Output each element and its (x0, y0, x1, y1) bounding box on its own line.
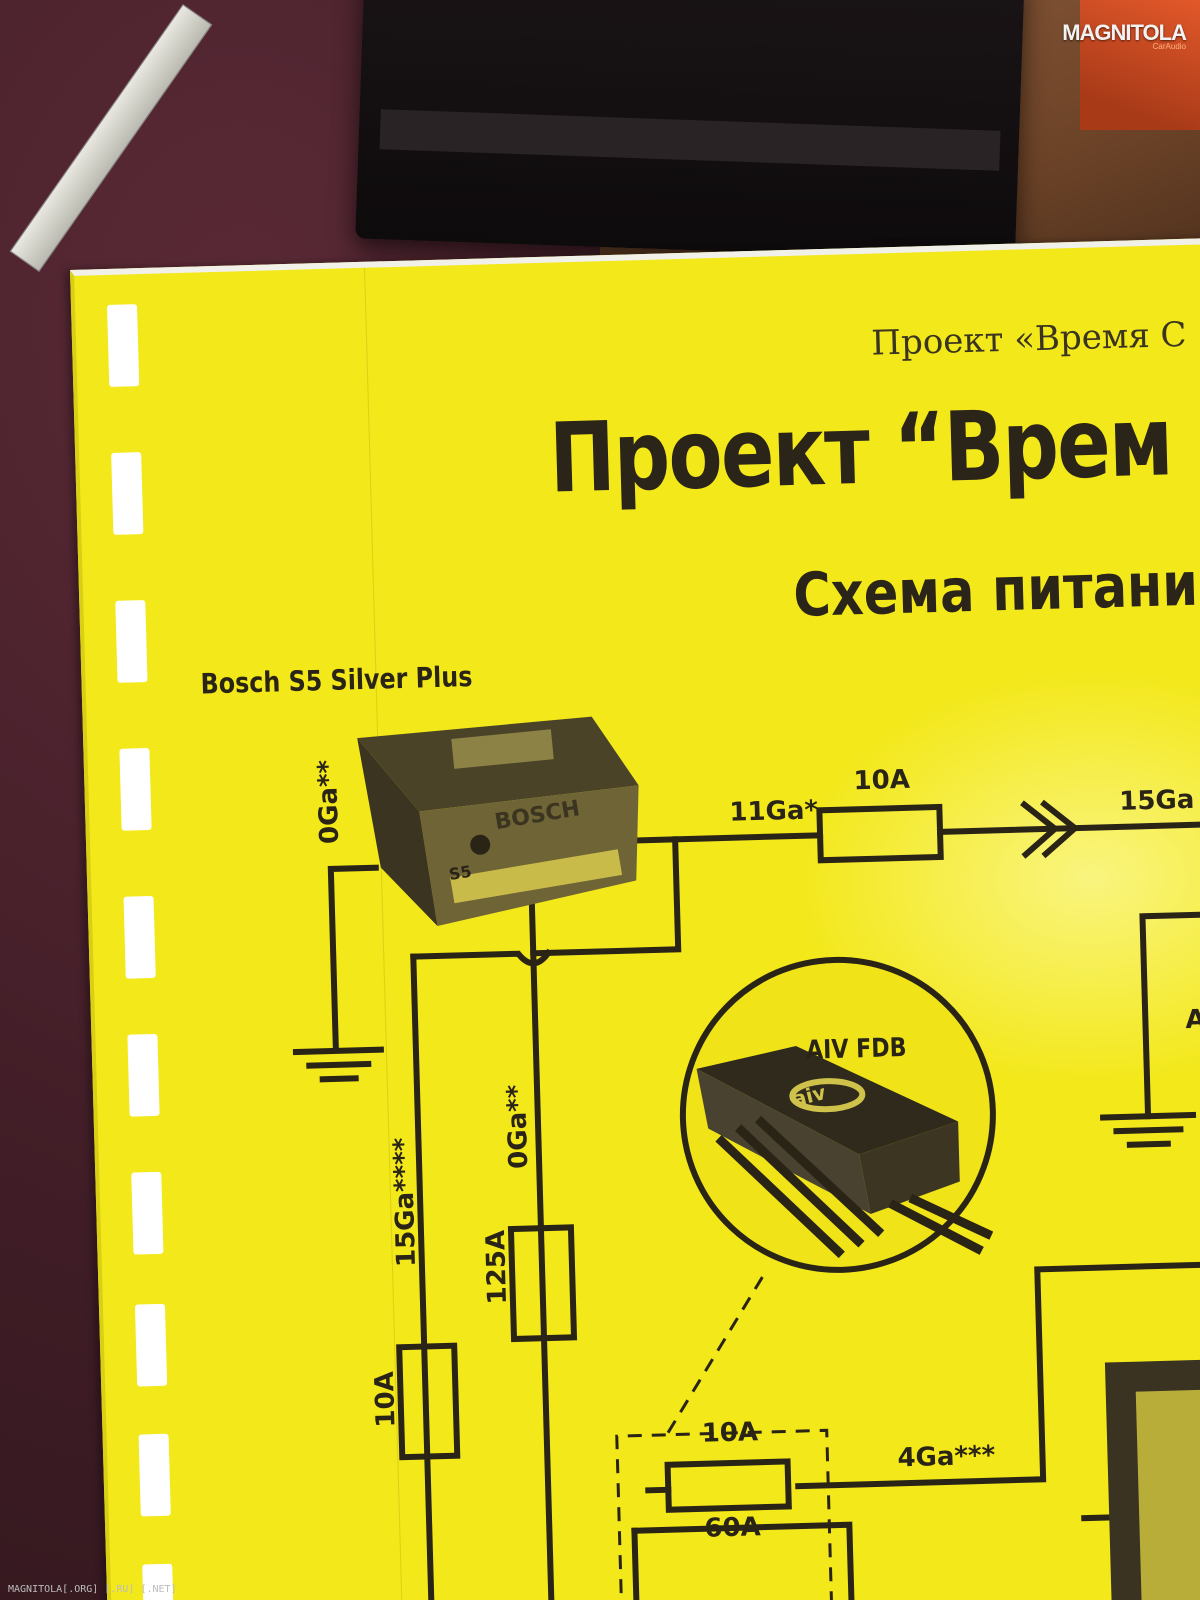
battery-model-label: S5 (447, 861, 474, 885)
fuse-bottom-2-label: 60A (703, 1512, 762, 1544)
background-orange-object (1080, 0, 1200, 130)
battery-image (357, 716, 639, 926)
wire-center-label: 0Ga** (501, 1084, 535, 1170)
fuse-center-label: 125A (480, 1229, 514, 1305)
site-watermark: MAGNITOLA CarAudio (1062, 20, 1187, 51)
wire-bottom-label: 4Ga*** (897, 1440, 996, 1474)
wire-far-right-label: 15Ga (1118, 784, 1195, 817)
fuse-bottom-1-label: 10A (701, 1417, 759, 1449)
edge-label-a: A (1184, 1004, 1200, 1036)
poster-sheet: Проект «Время С Проект “Врем Схема питан… (70, 236, 1200, 1600)
main-wire-label: 11Ga* (728, 795, 819, 828)
battery-ground-wire-label: 0Ga** (312, 759, 346, 845)
wire-left-label: 15Ga**** (388, 1137, 422, 1268)
wiring-diagram (292, 716, 1200, 1600)
fuse-left-label: 10A (369, 1370, 402, 1429)
footer-watermark: MAGNITOLA[.ORG] [.RU] [.NET] (8, 1584, 177, 1595)
module-image (696, 1046, 994, 1259)
watermark-brand: MAGNITOLA (1062, 20, 1187, 45)
module-name-label: AIV FDB (805, 1032, 907, 1066)
fuse-top-label: 10A (853, 764, 911, 797)
watermark-sub: CarAudio (1152, 42, 1186, 51)
